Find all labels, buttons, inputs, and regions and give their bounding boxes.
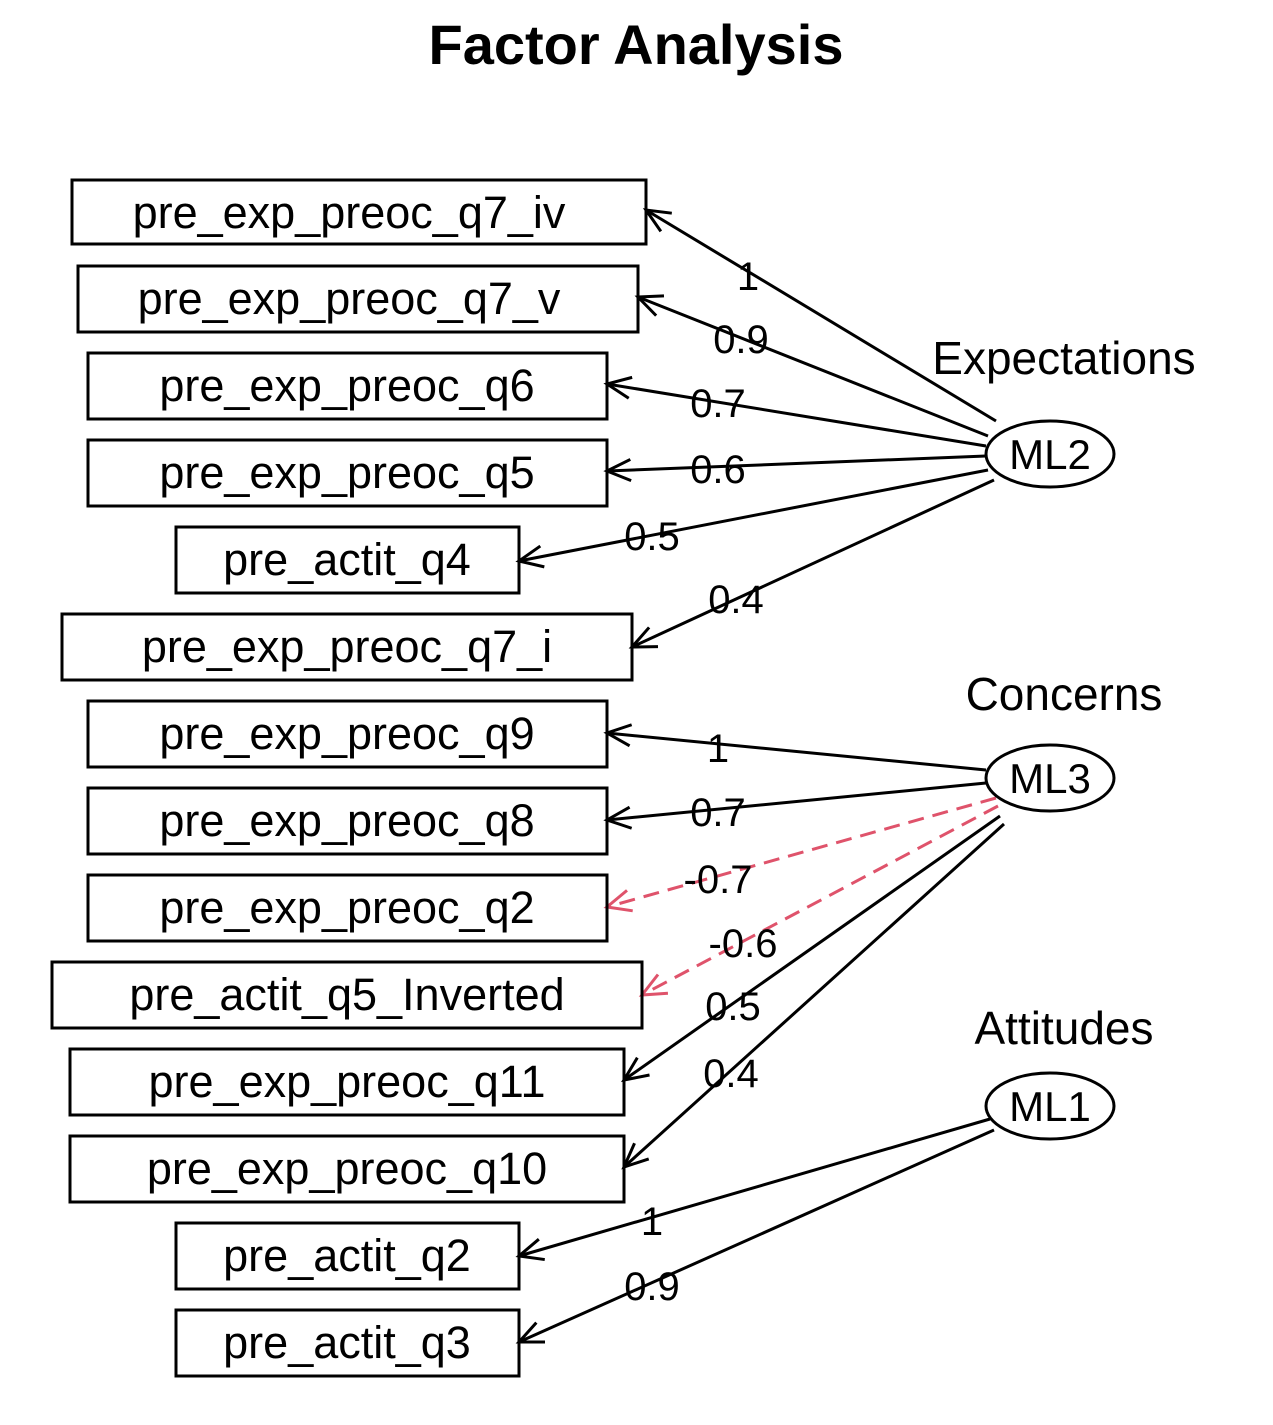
loading-value-ml2-v2: 0.9: [713, 318, 769, 362]
variable-box-pre-actit-q3: pre_actit_q3: [174, 1308, 521, 1378]
loading-path-ml2-v1: [645, 208, 997, 423]
observed-variables: pre_exp_preoc_q7_iv pre_exp_preoc_q7_v p…: [50, 178, 648, 1378]
loading-value-ml3-v11: 0.5: [705, 985, 761, 1029]
loading-value-ml2-v1: 1: [737, 255, 759, 299]
loading-path-ml2-v2: [637, 295, 989, 438]
variable-box-pre-exp-preoc-q9: pre_exp_preoc_q9: [86, 699, 609, 769]
loading-value-ml2-v4: 0.6: [690, 448, 746, 492]
variable-box-pre-exp-preoc-q7-v: pre_exp_preoc_q7_v: [76, 264, 640, 334]
variable-label: pre_exp_preoc_q5: [159, 447, 534, 498]
factor-id-label: ML3: [1009, 755, 1091, 802]
loading-value-ml1-v14: 0.9: [624, 1265, 680, 1309]
loading-path-ml3-v10: [641, 804, 999, 997]
variable-box-pre-exp-preoc-q2: pre_exp_preoc_q2: [86, 873, 609, 943]
variable-label: pre_exp_preoc_q11: [149, 1056, 546, 1107]
variable-box-pre-exp-preoc-q11: pre_exp_preoc_q11: [68, 1047, 626, 1117]
variable-label: pre_exp_preoc_q2: [159, 882, 534, 933]
loading-value-ml2-v5: 0.5: [624, 515, 680, 559]
variable-label: pre_actit_q2: [223, 1230, 471, 1281]
latent-factors: Expectations ML2 Concerns ML3 Attitudes …: [932, 332, 1196, 1141]
loading-path-ml3-v12: [622, 822, 1006, 1169]
variable-label: pre_exp_preoc_q6: [159, 360, 534, 411]
variable-label: pre_exp_preoc_q7_i: [142, 621, 552, 672]
loading-value-ml2-v6: 0.4: [708, 578, 764, 622]
variable-label: pre_exp_preoc_q8: [159, 795, 534, 846]
loading-value-ml1-v13: 1: [641, 1200, 663, 1244]
variable-box-pre-exp-preoc-q10: pre_exp_preoc_q10: [68, 1134, 626, 1204]
variable-box-pre-actit-q5-inverted: pre_actit_q5_Inverted: [50, 960, 644, 1030]
arrowhead-v1: [642, 208, 672, 233]
variable-box-pre-actit-q2: pre_actit_q2: [174, 1221, 521, 1291]
variable-box-pre-exp-preoc-q5: pre_exp_preoc_q5: [86, 438, 609, 508]
loading-path-ml3-v8: [606, 781, 987, 822]
loading-path-ml2-v6: [631, 478, 995, 649]
loading-path-ml1-v13: [518, 1117, 991, 1258]
variable-label: pre_exp_preoc_q10: [147, 1143, 547, 1194]
factor-node-ml1: Attitudes ML1: [975, 1002, 1154, 1141]
loading-labels: 10.90.70.60.50.410.7-0.7-0.60.50.410.9: [624, 255, 777, 1309]
loading-path-ml3-v11: [623, 814, 1001, 1082]
variable-box-pre-exp-preoc-q8: pre_exp_preoc_q8: [86, 786, 609, 856]
factor-node-ml3: Concerns ML3: [966, 668, 1163, 813]
loading-path-ml1-v14: [518, 1128, 995, 1344]
loading-path-ml2-v4: [606, 454, 987, 473]
variable-box-pre-exp-preoc-q7-i: pre_exp_preoc_q7_i: [60, 612, 634, 682]
diagram-title: Factor Analysis: [429, 13, 844, 76]
factor-id-label: ML1: [1009, 1083, 1091, 1130]
variable-label: pre_actit_q5_Inverted: [129, 969, 564, 1020]
factor-name-label: Concerns: [966, 668, 1163, 720]
variable-label: pre_exp_preoc_q7_iv: [133, 187, 566, 238]
variable-box-pre-exp-preoc-q7-iv: pre_exp_preoc_q7_iv: [70, 178, 648, 246]
loading-value-ml3-v8: 0.7: [690, 791, 746, 835]
loading-path-ml3-v7: [606, 731, 987, 772]
loading-path-ml2-v5: [518, 468, 989, 563]
variable-label: pre_exp_preoc_q7_v: [138, 273, 561, 324]
loading-value-ml2-v3: 0.7: [690, 382, 746, 426]
loading-value-ml3-v9: -0.7: [684, 858, 753, 902]
variable-box-pre-actit-q4: pre_actit_q4: [174, 525, 521, 595]
variable-label: pre_actit_q4: [223, 534, 471, 585]
loading-path-ml2-v3: [606, 382, 987, 448]
loading-paths: [515, 208, 1006, 1344]
variable-label: pre_exp_preoc_q9: [159, 708, 534, 759]
loading-value-ml3-v12: 0.4: [703, 1052, 759, 1096]
factor-name-label: Attitudes: [975, 1002, 1154, 1054]
variable-label: pre_actit_q3: [223, 1317, 471, 1368]
variable-box-pre-exp-preoc-q6: pre_exp_preoc_q6: [86, 351, 609, 421]
loading-path-ml3-v9: [606, 796, 997, 909]
loading-value-ml3-v7: 1: [707, 727, 729, 771]
factor-node-ml2: Expectations ML2: [932, 332, 1196, 489]
factor-name-label: Expectations: [932, 332, 1195, 384]
loading-value-ml3-v10: -0.6: [709, 922, 778, 966]
factor-id-label: ML2: [1009, 431, 1091, 478]
